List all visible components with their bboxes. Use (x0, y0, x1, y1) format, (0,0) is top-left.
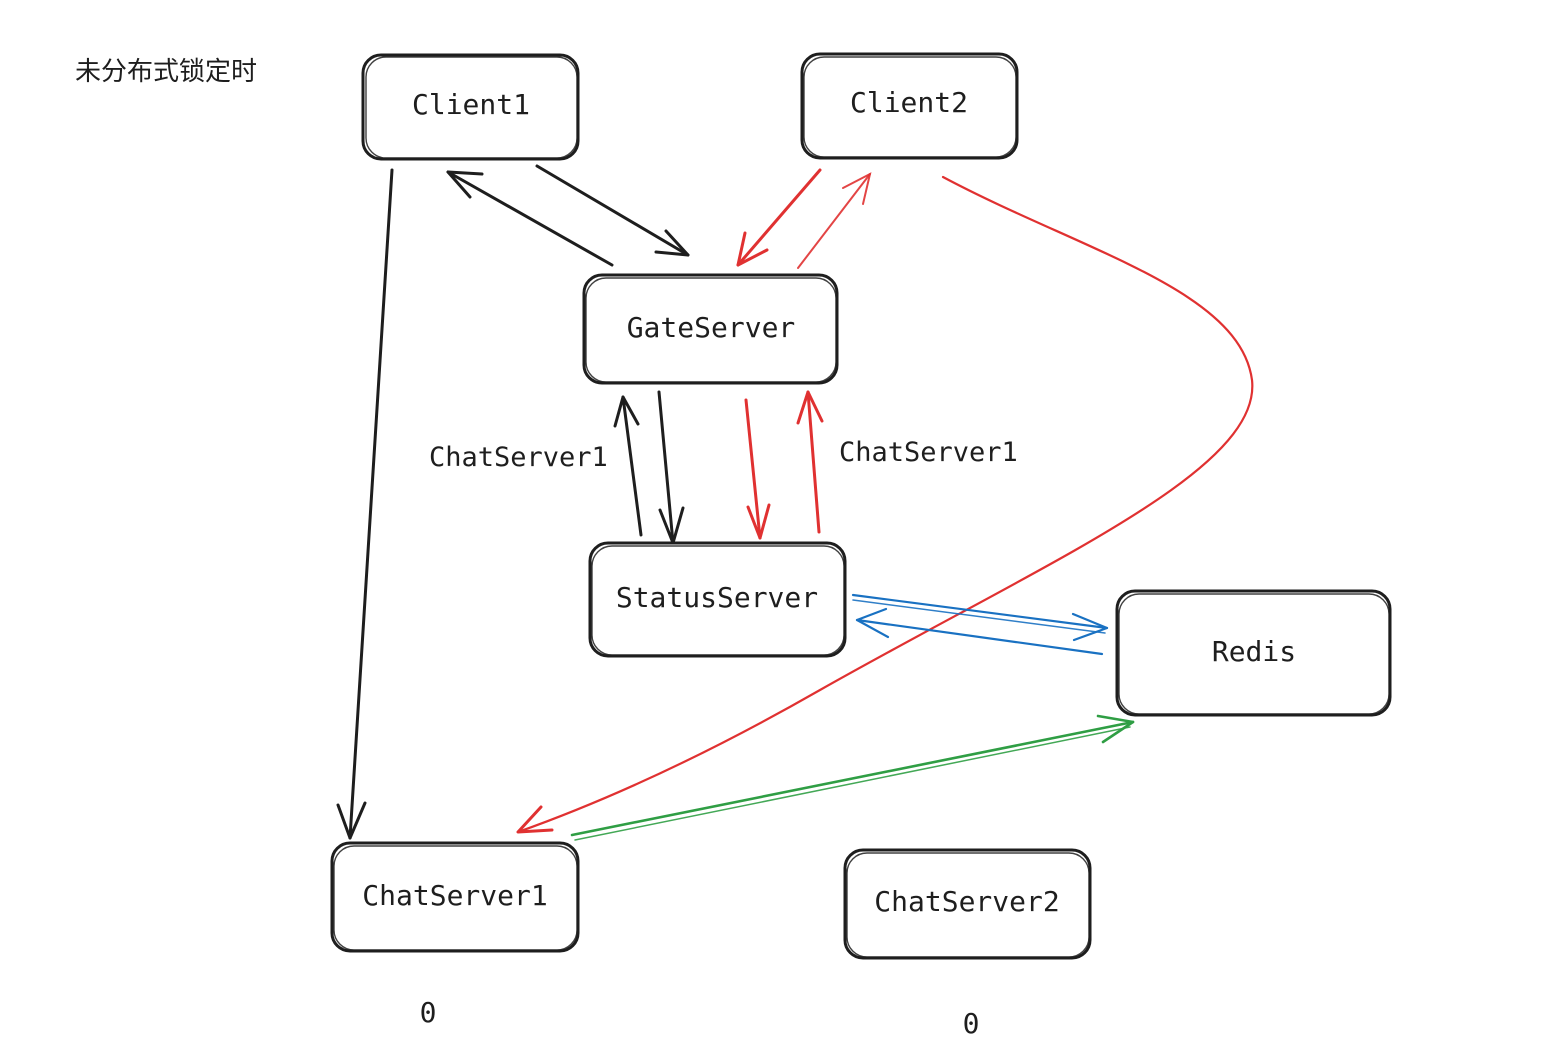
node-redis-label: Redis (1212, 635, 1296, 668)
node-statusserver-label: StatusServer (616, 581, 818, 614)
edge-statusserver-to-gateserver-red (796, 390, 824, 534)
node-client2[interactable]: Client2 (800, 52, 1019, 160)
chatserver2-count: 0 (963, 1007, 980, 1040)
edge-gateserver-to-client1 (446, 170, 614, 267)
diagram-title: 未分布式锁定时 (75, 57, 257, 87)
node-client2-label: Client2 (850, 86, 968, 119)
edge-chatserver1-to-redis (570, 714, 1135, 841)
edge-client1-to-gateserver (535, 164, 690, 257)
node-gateserver-label: GateServer (627, 311, 796, 344)
node-client1-label: Client1 (412, 88, 530, 121)
edge-gateserver-to-client2 (797, 172, 872, 269)
node-chatserver2[interactable]: ChatServer2 (843, 848, 1092, 960)
node-gateserver[interactable]: GateServer (582, 273, 839, 385)
edge-client1-to-chatserver1 (336, 168, 394, 840)
node-client1[interactable]: Client1 (361, 53, 580, 161)
chatserver1-count: 0 (420, 996, 437, 1029)
edge-statusserver-to-gateserver-black (613, 395, 643, 537)
node-chatserver1-label: ChatServer1 (362, 879, 547, 912)
node-statusserver[interactable]: StatusServer (588, 541, 847, 658)
node-chatserver1[interactable]: ChatServer1 (330, 841, 580, 953)
edge-gateserver-to-statusserver-black (657, 390, 685, 545)
edges (336, 164, 1254, 841)
node-redis[interactable]: Redis (1115, 589, 1392, 717)
edge-label-right: ChatServer1 (839, 437, 1018, 468)
edge-gateserver-to-statusserver-red (744, 398, 771, 540)
edge-label-left: ChatServer1 (429, 442, 608, 473)
node-chatserver2-label: ChatServer2 (874, 885, 1059, 918)
edge-client2-to-gateserver (736, 168, 822, 267)
edge-client2-to-chatserver1 (516, 175, 1254, 834)
edge-statusserver-to-redis (851, 593, 1109, 642)
edge-redis-to-statusserver (855, 607, 1104, 656)
